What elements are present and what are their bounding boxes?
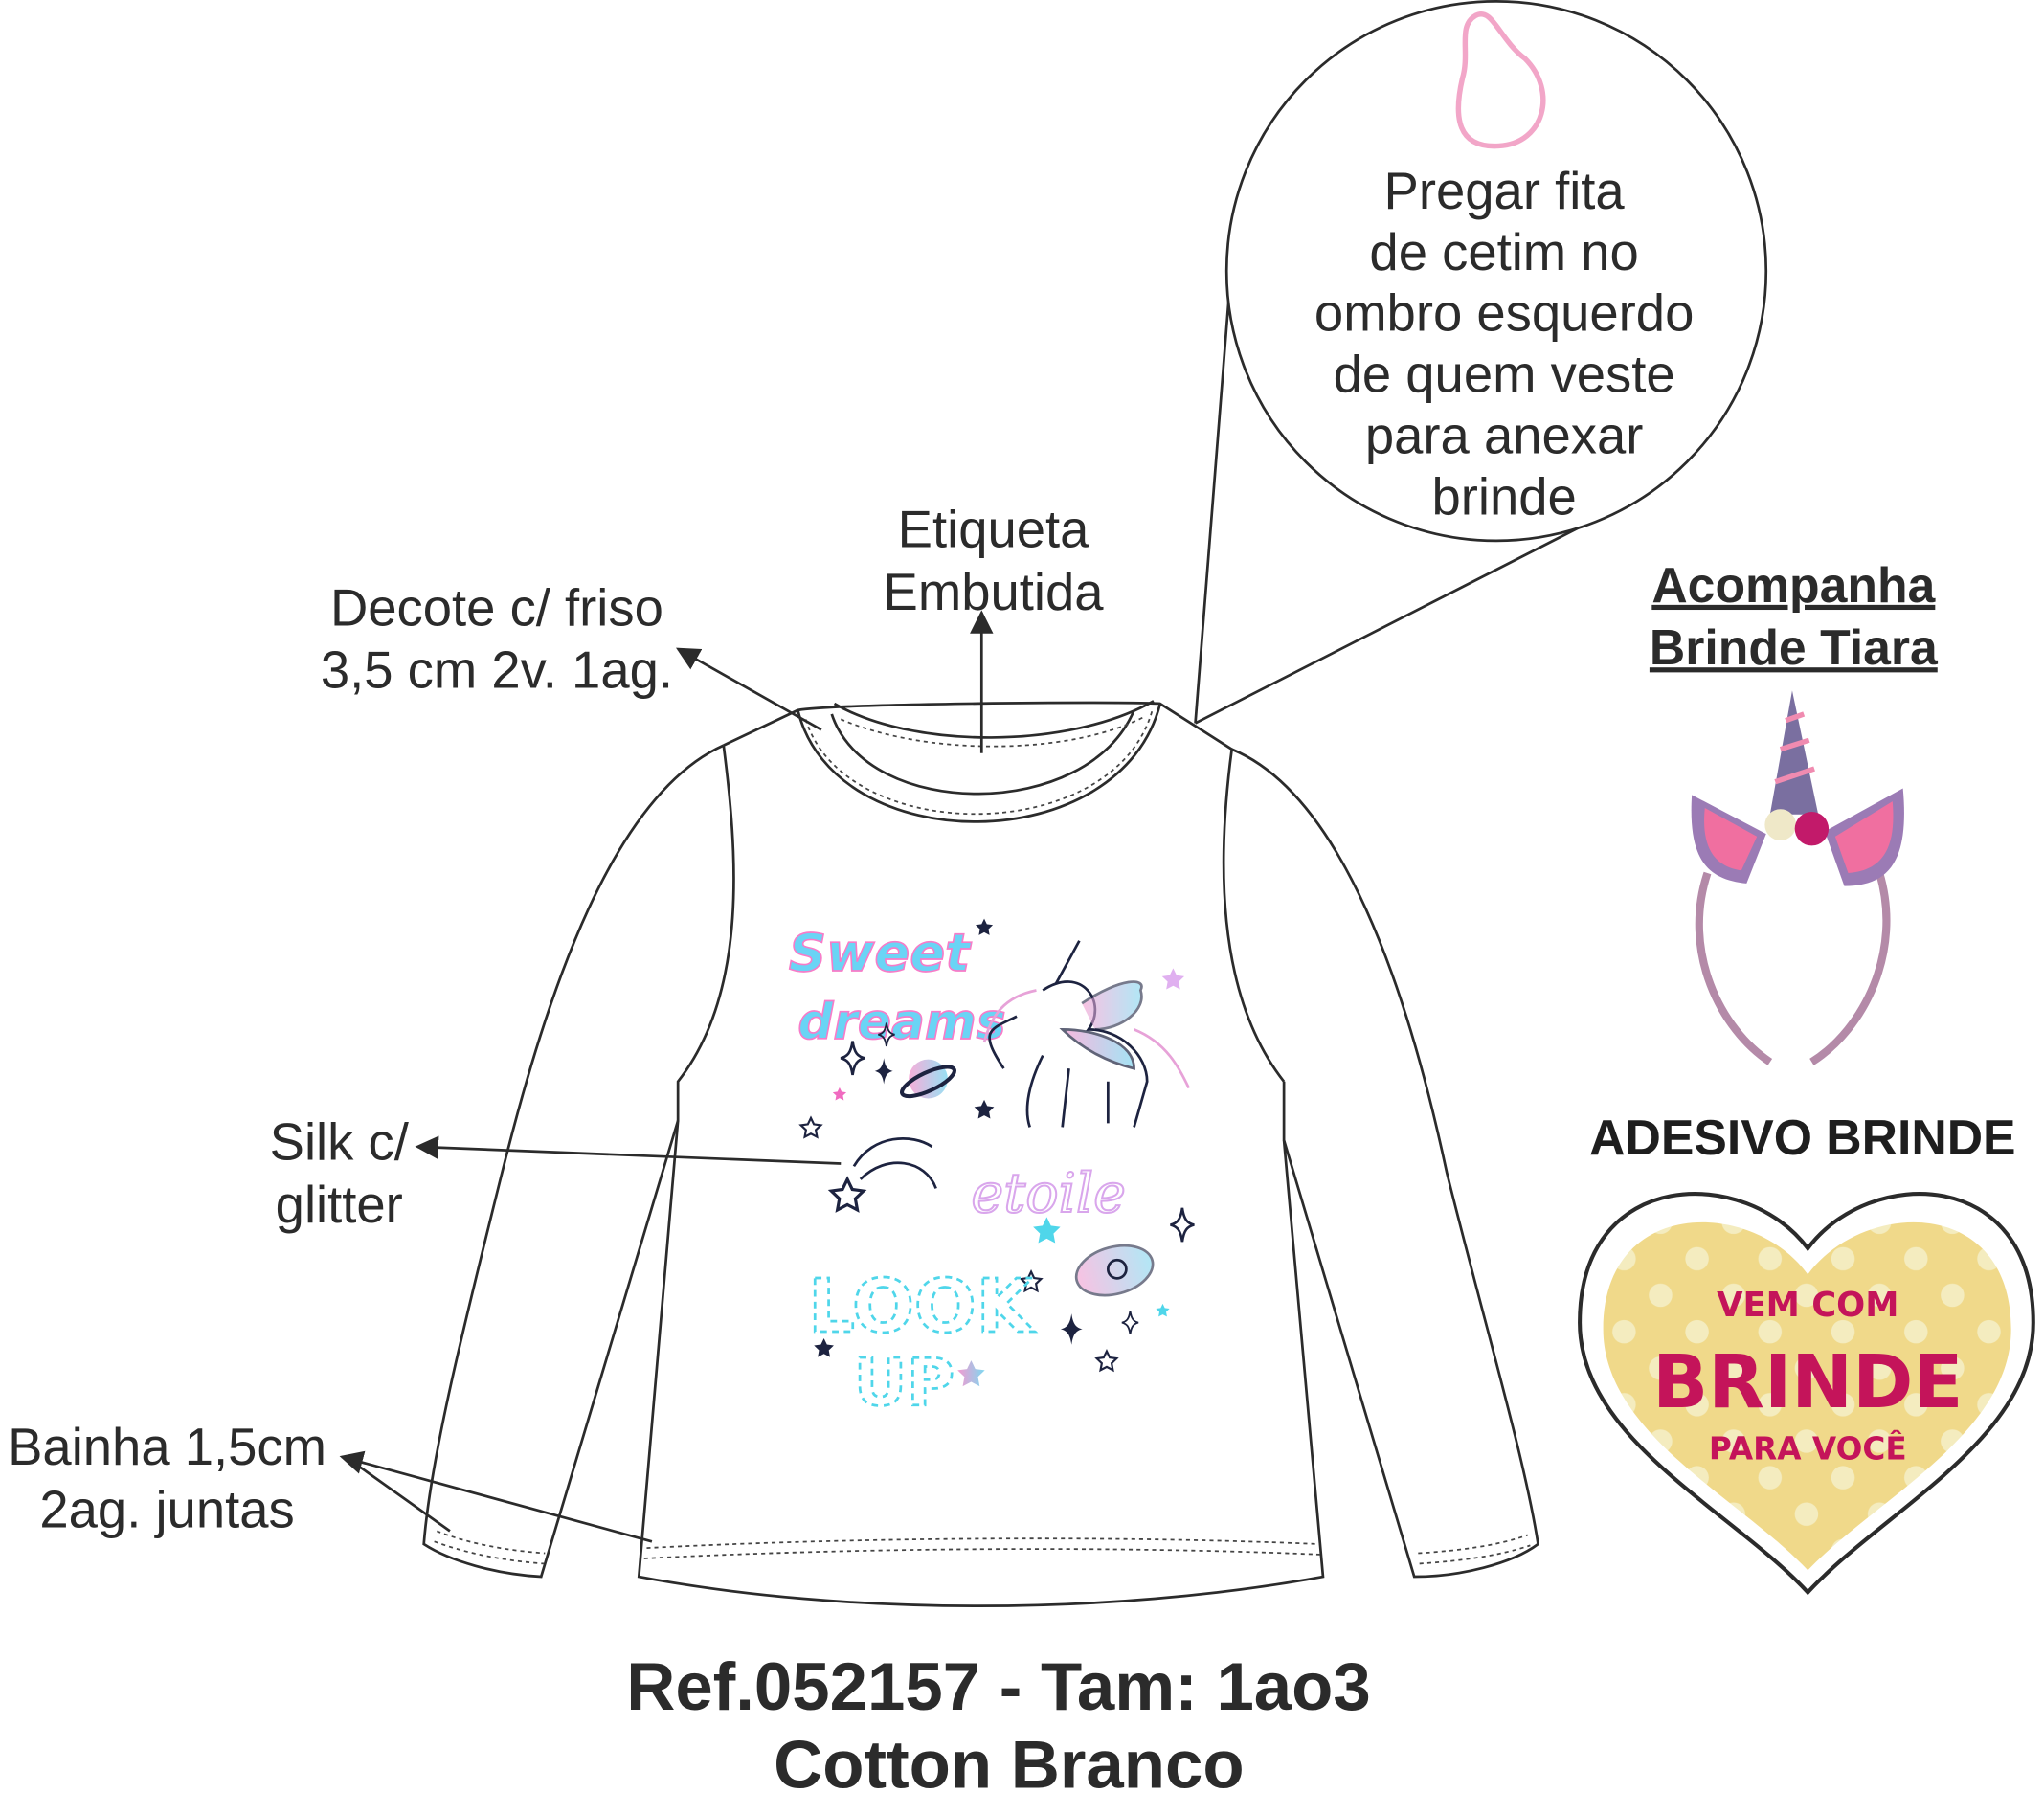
star-icon [975, 918, 994, 935]
label-etiqueta-2: Embutida [884, 563, 1105, 621]
label-etiqueta-1: Etiqueta [898, 501, 1089, 559]
sticker-heading: ADESIVO BRINDE [1589, 1109, 2015, 1165]
sparkle-icon [1060, 1313, 1083, 1345]
reference-title: Ref.052157 - Tam: 1ao3 [626, 1648, 1370, 1724]
circle-note-1: Pregar fita [1384, 162, 1626, 220]
sticker-line2: BRINDE [1652, 1339, 1963, 1424]
label-decote-2: 3,5 cm 2v. 1ag. [321, 641, 673, 700]
star-outline-icon [799, 1116, 822, 1138]
circle-note-2: de cetim no [1369, 223, 1638, 281]
shirt-body [637, 701, 1325, 1607]
unicorn-tiara-image [1691, 690, 1904, 1065]
star-icon [1161, 968, 1185, 990]
star-outline-icon [1095, 1350, 1118, 1372]
sticker-line1: VEM COM [1717, 1286, 1898, 1325]
star-icon [957, 1360, 985, 1387]
callout-lines [339, 293, 1584, 1543]
tshirt-drawing [422, 700, 1540, 1607]
label-silk-1: Silk c/ [270, 1112, 410, 1171]
label-bainha-2: 2ag. juntas [39, 1480, 294, 1538]
accessory-heading-2: Brinde Tiara [1650, 619, 1939, 675]
print-up: UP [854, 1345, 955, 1421]
print-etoile: etoile [971, 1162, 1126, 1225]
shooting-star-trail [852, 1137, 937, 1189]
circle-note-3: ombro esquerdo [1314, 284, 1694, 343]
circle-note-6: brinde [1431, 468, 1576, 527]
sticker-line3: PARA VOCÊ [1709, 1431, 1907, 1468]
star-outline-icon [829, 1177, 865, 1212]
circle-note-5: para anexar [1365, 407, 1644, 465]
galaxy-icon [1074, 1244, 1155, 1297]
star-icon [974, 1099, 995, 1119]
print-look: LOOK [808, 1264, 1035, 1349]
sparkle-icon [874, 1058, 893, 1085]
ribbon-loop-icon [1455, 11, 1546, 149]
circle-note-4: de quem veste [1334, 346, 1675, 404]
collar-outer [797, 703, 1162, 823]
label-decote-1: Decote c/ friso [330, 578, 663, 637]
star-icon [1156, 1303, 1170, 1317]
fabric-title: Cotton Branco [774, 1727, 1244, 1793]
star-icon [832, 1087, 847, 1101]
print-sweet: Sweet [789, 922, 972, 983]
label-bainha-1: Bainha 1,5cm [8, 1418, 326, 1476]
label-silk-2: glitter [276, 1176, 403, 1234]
ribbon-detail-callout: Pregar fita de cetim no ombro esquerdo d… [1224, 0, 1768, 543]
left-sleeve [422, 744, 725, 1579]
sparkle-outline-icon [1120, 1310, 1139, 1335]
front-print: Sweet dreams [788, 918, 1196, 1423]
planet-icon [900, 1059, 956, 1099]
print-dreams: dreams [797, 994, 1005, 1051]
right-sleeve [1231, 748, 1540, 1579]
accessory-heading-1: Acompanha [1651, 557, 1936, 613]
gift-sticker-heart: VEM COM BRINDE PARA VOCÊ [1578, 1192, 2035, 1596]
collar-inner [830, 709, 1135, 796]
sparkle-outline-icon [1169, 1206, 1196, 1244]
unicorn-illustration [982, 940, 1190, 1128]
